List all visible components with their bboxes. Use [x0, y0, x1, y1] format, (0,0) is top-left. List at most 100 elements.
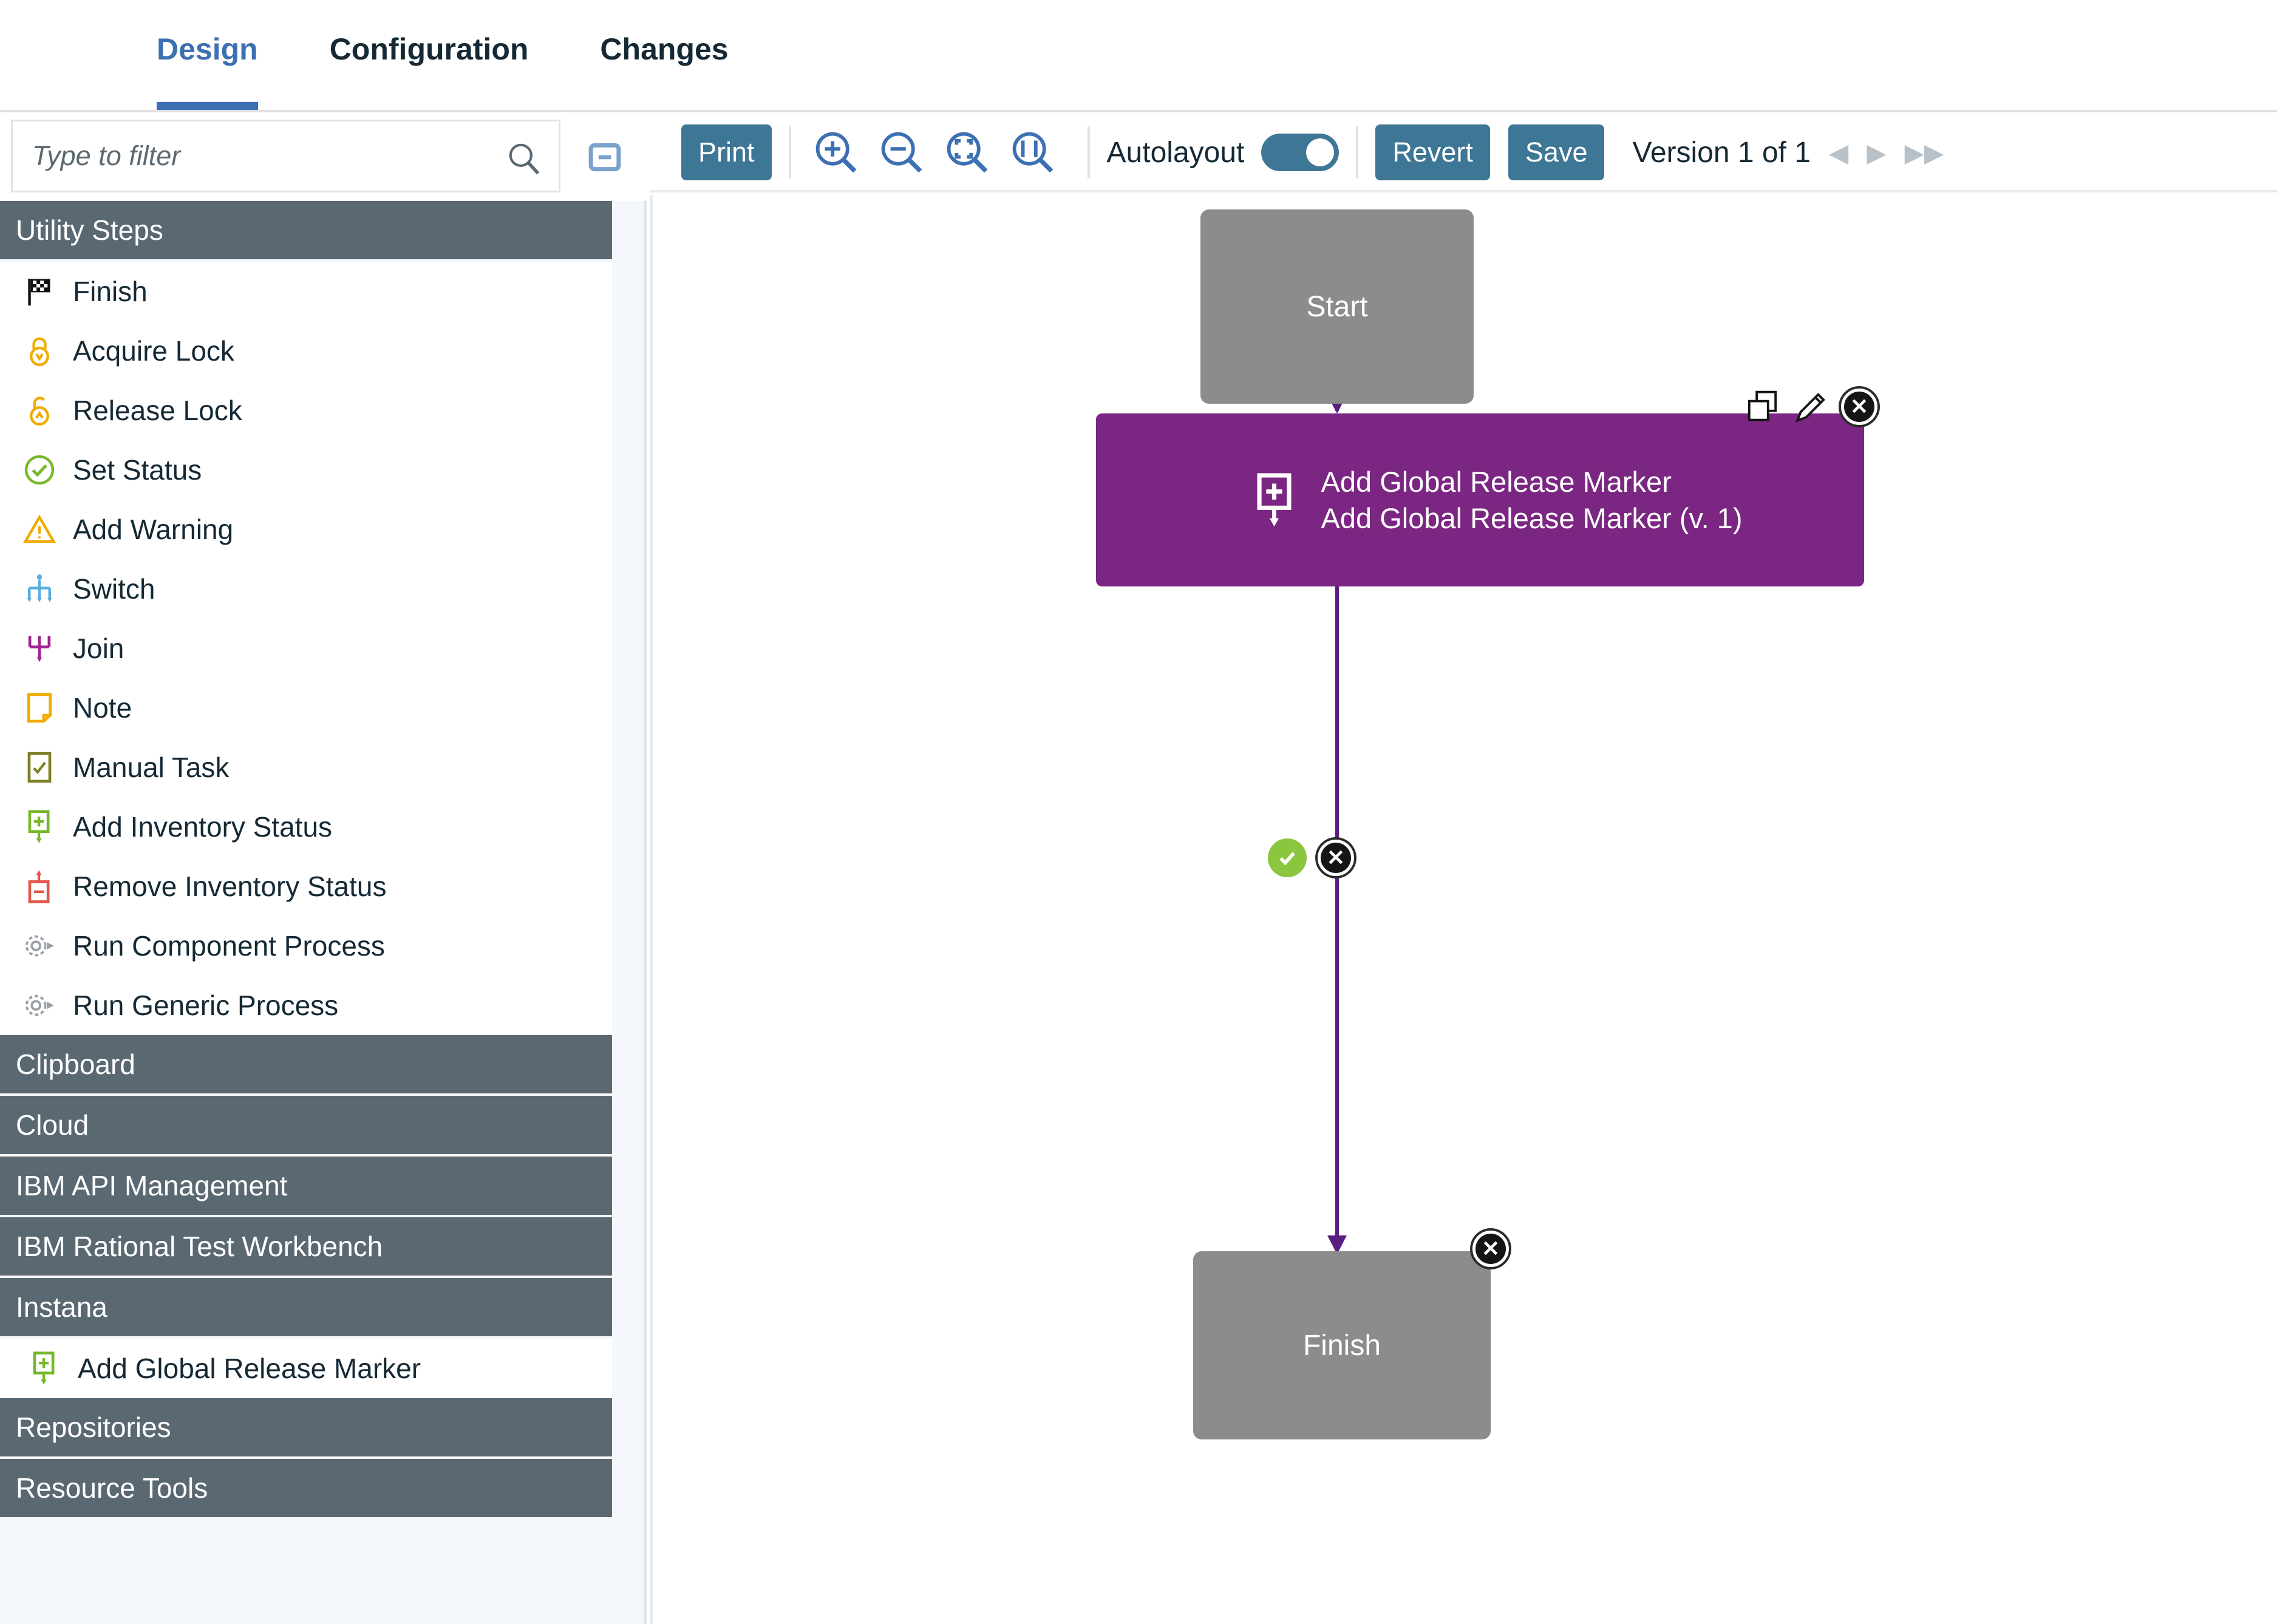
tab-configuration-label: Configuration: [329, 32, 529, 66]
category-header-resource-tools[interactable]: Resource Tools: [0, 1459, 612, 1520]
step-label: Run Generic Process: [73, 990, 339, 1021]
step-item-run-generic-process[interactable]: Run Generic Process: [0, 976, 612, 1035]
node-title: Add Global Release Marker: [1321, 466, 1672, 498]
print-button[interactable]: Print: [681, 124, 772, 180]
step-item-set-status[interactable]: Set Status: [0, 440, 612, 500]
category-header-instana[interactable]: Instana: [0, 1278, 612, 1339]
category-header-clipboard[interactable]: Clipboard: [0, 1035, 612, 1096]
join-icon: [22, 631, 57, 666]
step-item-switch[interactable]: Switch: [0, 559, 612, 619]
category-header-ibm-rational-test-workbench[interactable]: IBM Rational Test Workbench: [0, 1217, 612, 1278]
design-canvas-area: Print: [650, 115, 2277, 1624]
closed-lock-icon: [22, 333, 57, 369]
open-lock-icon: [22, 393, 57, 428]
edge-2-controls: ✕: [1268, 838, 1354, 877]
category-label: IBM Rational Test Workbench: [16, 1231, 383, 1262]
gear-run-icon: [22, 988, 57, 1023]
zoom-out-icon[interactable]: [874, 124, 930, 180]
step-label: Join: [73, 633, 124, 664]
node-subtitle: Add Global Release Marker (v. 1): [1321, 501, 1743, 534]
category-label: Clipboard: [16, 1048, 135, 1080]
node-finish-label: Finish: [1302, 1329, 1381, 1362]
tab-changes-label: Changes: [600, 32, 729, 66]
node-action-buttons: ✕: [1744, 388, 1877, 426]
add-inventory-icon: [1253, 472, 1297, 529]
tab-configuration[interactable]: Configuration: [330, 0, 529, 110]
nav-last-icon[interactable]: ▶▶: [1904, 138, 1944, 167]
success-check-icon[interactable]: [1268, 838, 1307, 877]
step-item-run-component-process[interactable]: Run Component Process: [0, 916, 612, 976]
category-label: Resource Tools: [16, 1472, 208, 1504]
step-item-remove-inventory-status[interactable]: Remove Inventory Status: [0, 857, 612, 916]
process-diagram-canvas[interactable]: Start ✕ Add Global Release Marker Add Gl…: [650, 195, 2277, 1624]
toggle-knob: [1306, 138, 1335, 166]
zoom-fit-width-icon[interactable]: [1005, 124, 1061, 180]
toolbar-divider: [1356, 126, 1359, 178]
delete-x-icon[interactable]: ✕: [1841, 389, 1877, 425]
toolbar-divider: [788, 126, 791, 178]
zoom-in-icon[interactable]: [808, 124, 864, 180]
save-button[interactable]: Save: [1508, 124, 1605, 180]
step-item-acquire-lock[interactable]: Acquire Lock: [0, 321, 612, 381]
remove-inventory-icon: [22, 869, 57, 904]
step-label: Finish: [73, 276, 148, 307]
tab-design-label: Design: [157, 32, 258, 66]
manual-task-icon: [22, 750, 57, 785]
gear-run-icon: [22, 928, 57, 963]
step-item-finish[interactable]: Finish: [0, 262, 612, 321]
delete-x-icon[interactable]: ✕: [1318, 840, 1354, 876]
filter-row: [0, 115, 647, 201]
note-icon: [22, 690, 57, 725]
step-label: Acquire Lock: [73, 335, 234, 367]
step-item-note[interactable]: Note: [0, 678, 612, 738]
canvas-toolbar: Print: [650, 115, 2277, 192]
delete-x-icon[interactable]: ✕: [1472, 1231, 1509, 1267]
copy-icon[interactable]: [1744, 388, 1782, 426]
step-label: Add Warning: [73, 514, 234, 545]
add-inventory-icon: [22, 809, 57, 844]
zoom-fit-icon[interactable]: [939, 124, 995, 180]
node-add-global-release-marker[interactable]: Add Global Release Marker Add Global Rel…: [1096, 389, 1877, 586]
warning-triangle-icon: [22, 512, 57, 547]
category-label: Instana: [16, 1291, 107, 1323]
step-label: Note: [73, 692, 132, 724]
step-label: Add Inventory Status: [73, 811, 333, 843]
tab-changes[interactable]: Changes: [600, 0, 728, 110]
category-header-cloud[interactable]: Cloud: [0, 1096, 612, 1157]
step-item-add-warning[interactable]: Add Warning: [0, 500, 612, 559]
node-start[interactable]: Start: [1200, 209, 1474, 404]
category-label: Repositories: [16, 1412, 171, 1443]
check-circle-icon: [22, 452, 57, 488]
nav-prev-icon[interactable]: ◀: [1829, 138, 1849, 167]
category-header-utility-steps[interactable]: Utility Steps: [0, 201, 612, 262]
step-item-add-global-release-marker[interactable]: Add Global Release Marker: [0, 1339, 612, 1398]
pencil-icon[interactable]: [1792, 388, 1830, 426]
switch-icon: [22, 571, 57, 606]
category-label: Cloud: [16, 1109, 89, 1141]
nav-next-icon[interactable]: ▶: [1867, 138, 1887, 167]
step-item-manual-task[interactable]: Manual Task: [0, 738, 612, 797]
step-label: Release Lock: [73, 395, 242, 426]
toolbar-divider: [1087, 126, 1090, 178]
autolayout-toggle[interactable]: [1261, 134, 1339, 171]
search-input[interactable]: [13, 121, 474, 191]
step-item-add-inventory-status[interactable]: Add Inventory Status: [0, 797, 612, 857]
step-label: Add Global Release Marker: [78, 1353, 421, 1384]
node-finish[interactable]: Finish ✕: [1193, 1231, 1509, 1439]
category-header-ibm-api-management[interactable]: IBM API Management: [0, 1157, 612, 1217]
filter-box[interactable]: [11, 120, 560, 192]
step-list[interactable]: Utility Steps Finish: [0, 201, 647, 1624]
add-inventory-icon: [27, 1351, 62, 1386]
search-icon: [505, 140, 543, 177]
category-header-repositories[interactable]: Repositories: [0, 1398, 612, 1459]
category-label: Utility Steps: [16, 214, 163, 246]
step-item-join[interactable]: Join: [0, 619, 612, 678]
revert-button[interactable]: Revert: [1375, 124, 1490, 180]
version-label: Version 1 of 1: [1632, 136, 1811, 169]
step-item-release-lock[interactable]: Release Lock: [0, 381, 612, 440]
category-label: IBM API Management: [16, 1170, 288, 1201]
tab-design[interactable]: Design: [157, 0, 258, 110]
collapse-all-icon[interactable]: [588, 140, 622, 174]
step-label: Manual Task: [73, 752, 230, 783]
step-label: Switch: [73, 573, 155, 605]
